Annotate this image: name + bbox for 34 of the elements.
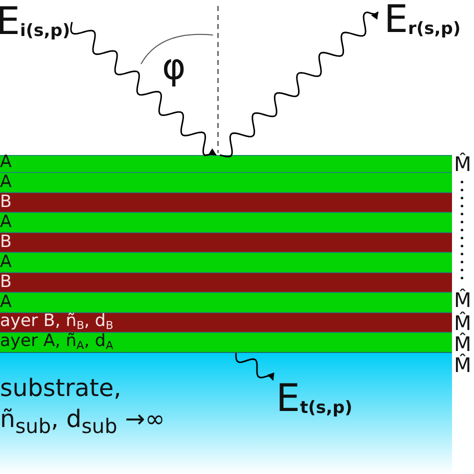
layer-band (0, 312, 452, 332)
matrix-symbol: M̂ (454, 313, 472, 333)
wave-arrow (220, 11, 378, 158)
layer-label: A (0, 214, 12, 231)
matrix-symbol: M̂ (454, 154, 472, 174)
wave-arrow (235, 353, 274, 381)
layer-label: A (0, 154, 12, 171)
layer-label: A (0, 294, 12, 311)
matrix-symbol: M̂ (454, 334, 472, 354)
layer-label: B (0, 194, 12, 211)
layer-label: B (0, 274, 12, 291)
field-label: E$_{i(s,p)}$ (0, 2, 70, 40)
layer-band (0, 155, 452, 172)
layer-band (0, 192, 452, 212)
layer-label: B (0, 234, 12, 251)
layer-band (0, 212, 452, 232)
substrate-region (0, 352, 452, 474)
layer-label: ayer B, ñ$_{B}$, d$_{B}$ (0, 313, 114, 331)
layer-band (0, 172, 452, 192)
layer-label: A (0, 254, 12, 271)
matrix-symbol: M̂ (454, 355, 472, 375)
field-label: E$_{r(s,p)}$ (384, 0, 461, 38)
layer-band (0, 232, 452, 252)
wave-arrow (70, 22, 217, 156)
layer-band (0, 252, 452, 272)
layer-label: ayer A, ñ$_{A}$, d$_{A}$ (0, 333, 114, 351)
field-label: E$_{t(s,p)}$ (276, 379, 352, 417)
layer-band (0, 292, 452, 312)
layer-band (0, 272, 452, 292)
matrix-symbol: M̂ (454, 290, 472, 310)
substrate-label: substrate, ñ$_{sub}$, d$_{sub}$ →∞ (0, 373, 166, 439)
layer-band (0, 332, 452, 352)
layer-label: A (0, 174, 12, 191)
angle-symbol: φ (162, 50, 186, 86)
